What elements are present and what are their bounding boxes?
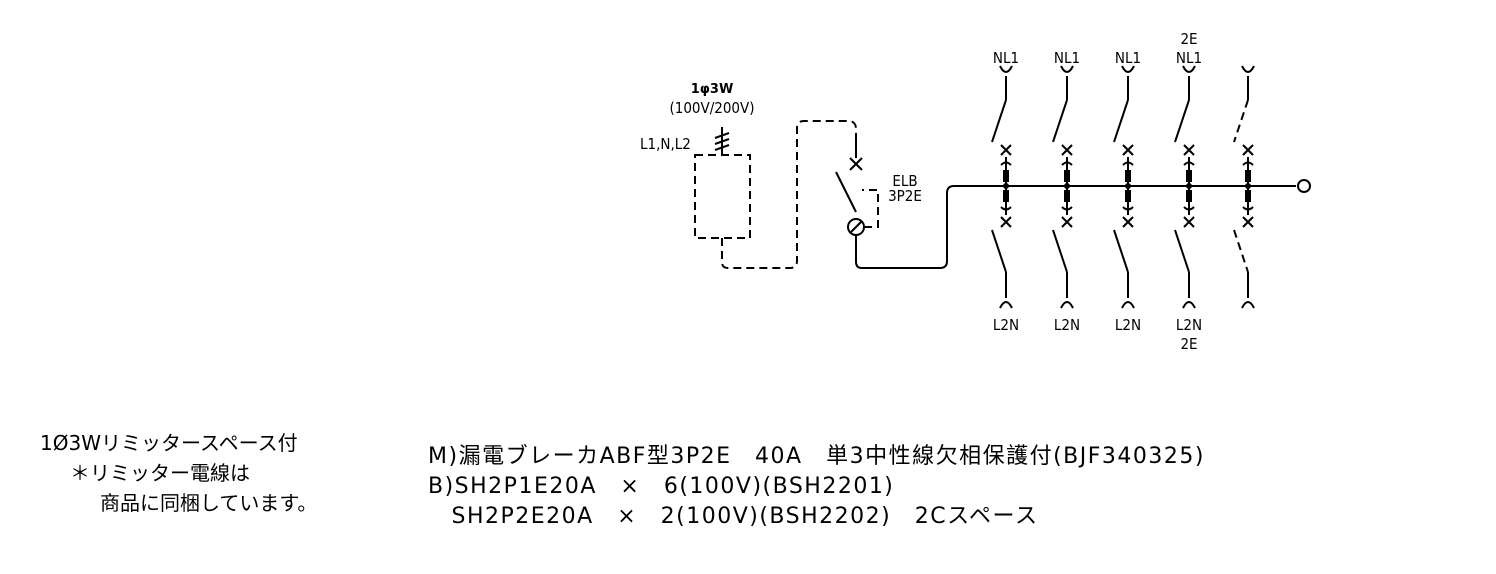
limiter-wire <box>721 120 857 269</box>
branch-breaker <box>1052 65 1074 309</box>
branch-breaker <box>991 65 1013 309</box>
supply-lines-label: L1,N,L2 <box>640 135 691 153</box>
branch-bottom-label: L2N <box>1115 316 1141 334</box>
branch-top-label: NL1 <box>1054 49 1080 67</box>
elb-poles-label: 3P2E <box>888 187 922 205</box>
spec-notes: M)漏電ブレーカABF型3P2E 40A 単3中性線欠相保護付(BJF34032… <box>428 442 1205 532</box>
branch-top-label: NL1 <box>1176 49 1202 67</box>
elb-type-label: ELB <box>892 172 917 190</box>
spec-line-main-breaker: M)漏電ブレーカABF型3P2E 40A 単3中性線欠相保護付(BJF34032… <box>428 444 1205 469</box>
branch-bottom-extra-label: 2E <box>1180 335 1197 353</box>
supply-system-label: 1φ3W <box>691 82 734 97</box>
branch-bottom-label: L2N <box>1176 316 1202 334</box>
limiter-note-line1: 1Ø3Wリミッタースペース付 <box>40 431 298 455</box>
branch-bottom-label: L2N <box>993 316 1019 334</box>
branch-top-extra-label: 2E <box>1180 30 1197 48</box>
bus-terminal-icon <box>1297 179 1311 193</box>
branch-breaker <box>1113 65 1135 309</box>
supply-voltage-label: (100V/200V) <box>669 99 754 117</box>
spec-line-branch-2: SH2P2E20A × 2(100V)(BSH2202) 2Cスペース <box>428 504 1039 529</box>
limiter-note-line2: ＊リミッター電線は <box>70 461 250 485</box>
branch-breakers <box>991 65 1255 309</box>
limiter-notes: 1Ø3Wリミッタースペース付 ＊リミッター電線は商品に同梱しています。 <box>40 428 317 518</box>
branch-top-label: NL1 <box>1115 49 1141 67</box>
spare-breaker-space <box>1233 65 1255 309</box>
branch-top-label: NL1 <box>993 49 1019 67</box>
elb-main-breaker <box>835 140 1296 269</box>
branch-breaker <box>1174 65 1196 309</box>
three-wire-tick-icon <box>714 127 730 155</box>
limiter-note-line3: 商品に同梱しています。 <box>100 491 318 515</box>
limiter-space-box <box>694 154 751 239</box>
branch-bottom-label: L2N <box>1054 316 1080 334</box>
spec-line-branch-1: B)SH2P1E20A × 6(100V)(BSH2201) <box>428 474 895 499</box>
